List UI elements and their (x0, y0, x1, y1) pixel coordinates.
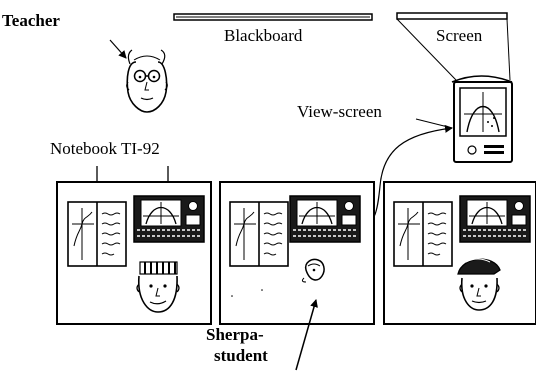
notebook-ti92-label: Notebook TI-92 (50, 139, 160, 158)
projection-beam-left (396, 18, 457, 81)
teacher-face-icon (126, 49, 168, 113)
screen-label: Screen (436, 26, 483, 45)
desk-left (56, 181, 212, 325)
view-screen-projector-icon (451, 75, 513, 163)
sherpa-label-line2: student (214, 346, 268, 365)
blackboard-label: Blackboard (224, 26, 303, 45)
view-screen-pointer (415, 118, 453, 129)
view-screen-label: View-screen (297, 102, 382, 121)
sherpa-arrow (295, 299, 318, 371)
student-face-icon (457, 258, 501, 311)
teacher-label: Teacher (2, 11, 60, 30)
projection-beam-right (506, 18, 511, 81)
student-head-topview-icon (301, 258, 325, 283)
desk-middle (219, 181, 375, 325)
ti92-calculator-icon (133, 195, 205, 243)
ti92-calculator-icon (459, 195, 531, 243)
desk-right (383, 181, 536, 325)
sherpa-label-line1: Sherpa- (206, 325, 264, 344)
notebook-icon (393, 201, 453, 267)
notebook-icon (229, 201, 289, 267)
ti92-calculator-icon (289, 195, 361, 243)
projection-screen (396, 12, 508, 20)
student-face-icon (136, 261, 180, 313)
teacher-arrow (109, 39, 127, 59)
notebook-icon (67, 201, 127, 267)
